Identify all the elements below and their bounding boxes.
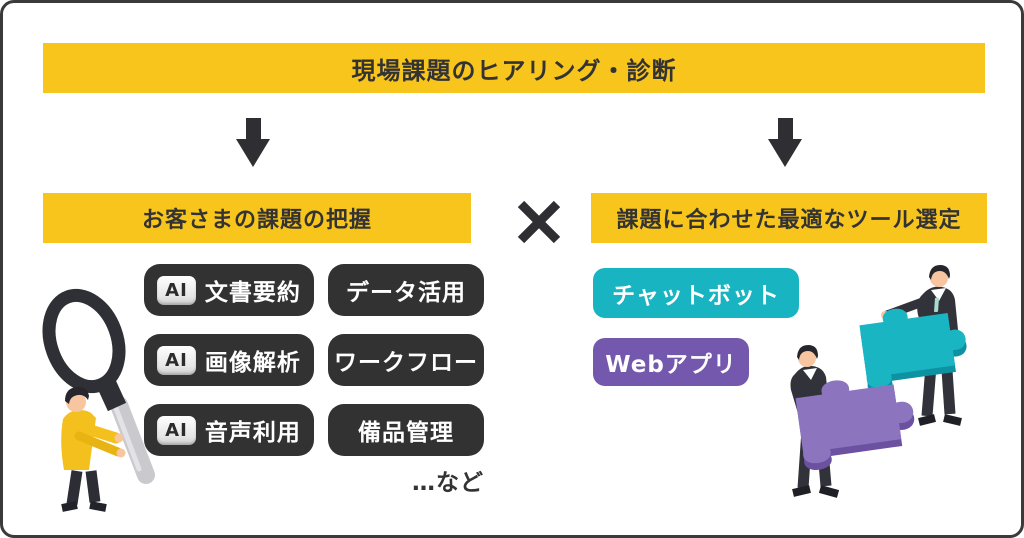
arrow-head bbox=[236, 139, 270, 167]
tool-pill-chatbot: チャットボット bbox=[593, 268, 799, 318]
capability-label: 備品管理 bbox=[358, 420, 454, 446]
capability-pill-doc-summary: AI 文書要約 bbox=[144, 264, 314, 316]
capability-label: 文書要約 bbox=[204, 280, 301, 306]
tool-label: チャットボット bbox=[612, 283, 780, 309]
ai-badge: AI bbox=[157, 345, 196, 375]
capability-label: データ活用 bbox=[346, 280, 466, 306]
capability-label: ワークフロー bbox=[334, 350, 478, 376]
left-section-banner: お客さまの課題の把握 bbox=[43, 193, 471, 243]
ai-badge: AI bbox=[157, 275, 196, 305]
header-banner: 現場課題のヒアリング・診断 bbox=[43, 43, 985, 93]
right-section-banner: 課題に合わせた最適なツール選定 bbox=[591, 193, 987, 243]
down-arrow-icon bbox=[236, 118, 270, 167]
magnifying-glass-icon bbox=[42, 288, 155, 484]
header-title: 現場課題のヒアリング・診断 bbox=[351, 56, 677, 85]
capability-pill-equipment: 備品管理 bbox=[328, 404, 484, 456]
arrow-head bbox=[768, 139, 802, 167]
capability-pill-voice: AI 音声利用 bbox=[144, 404, 314, 456]
businessmen-puzzle-illustration bbox=[790, 265, 967, 498]
capability-pill-image-analysis: AI 画像解析 bbox=[144, 334, 314, 386]
person-figure bbox=[61, 386, 126, 512]
more-label: …など bbox=[412, 470, 484, 496]
capability-label: 画像解析 bbox=[204, 350, 301, 376]
tool-label: Webアプリ bbox=[605, 352, 737, 378]
capability-pill-data-use: データ活用 bbox=[328, 264, 484, 316]
multiply-icon bbox=[513, 197, 565, 251]
capability-label: 音声利用 bbox=[204, 420, 301, 446]
arrow-stem bbox=[245, 118, 261, 139]
arrow-stem bbox=[777, 118, 793, 139]
ai-badge: AI bbox=[157, 415, 196, 445]
puzzle-piece-purple bbox=[795, 380, 915, 471]
puzzle-piece-teal bbox=[859, 308, 967, 395]
right-section-title: 課題に合わせた最適なツール選定 bbox=[616, 208, 962, 233]
tool-pill-webapp: Webアプリ bbox=[593, 338, 749, 386]
down-arrow-icon bbox=[768, 118, 802, 167]
left-section-title: お客さまの課題の把握 bbox=[141, 208, 372, 233]
magnifier-person-illustration bbox=[42, 288, 155, 512]
capability-pill-workflow: ワークフロー bbox=[328, 334, 484, 386]
